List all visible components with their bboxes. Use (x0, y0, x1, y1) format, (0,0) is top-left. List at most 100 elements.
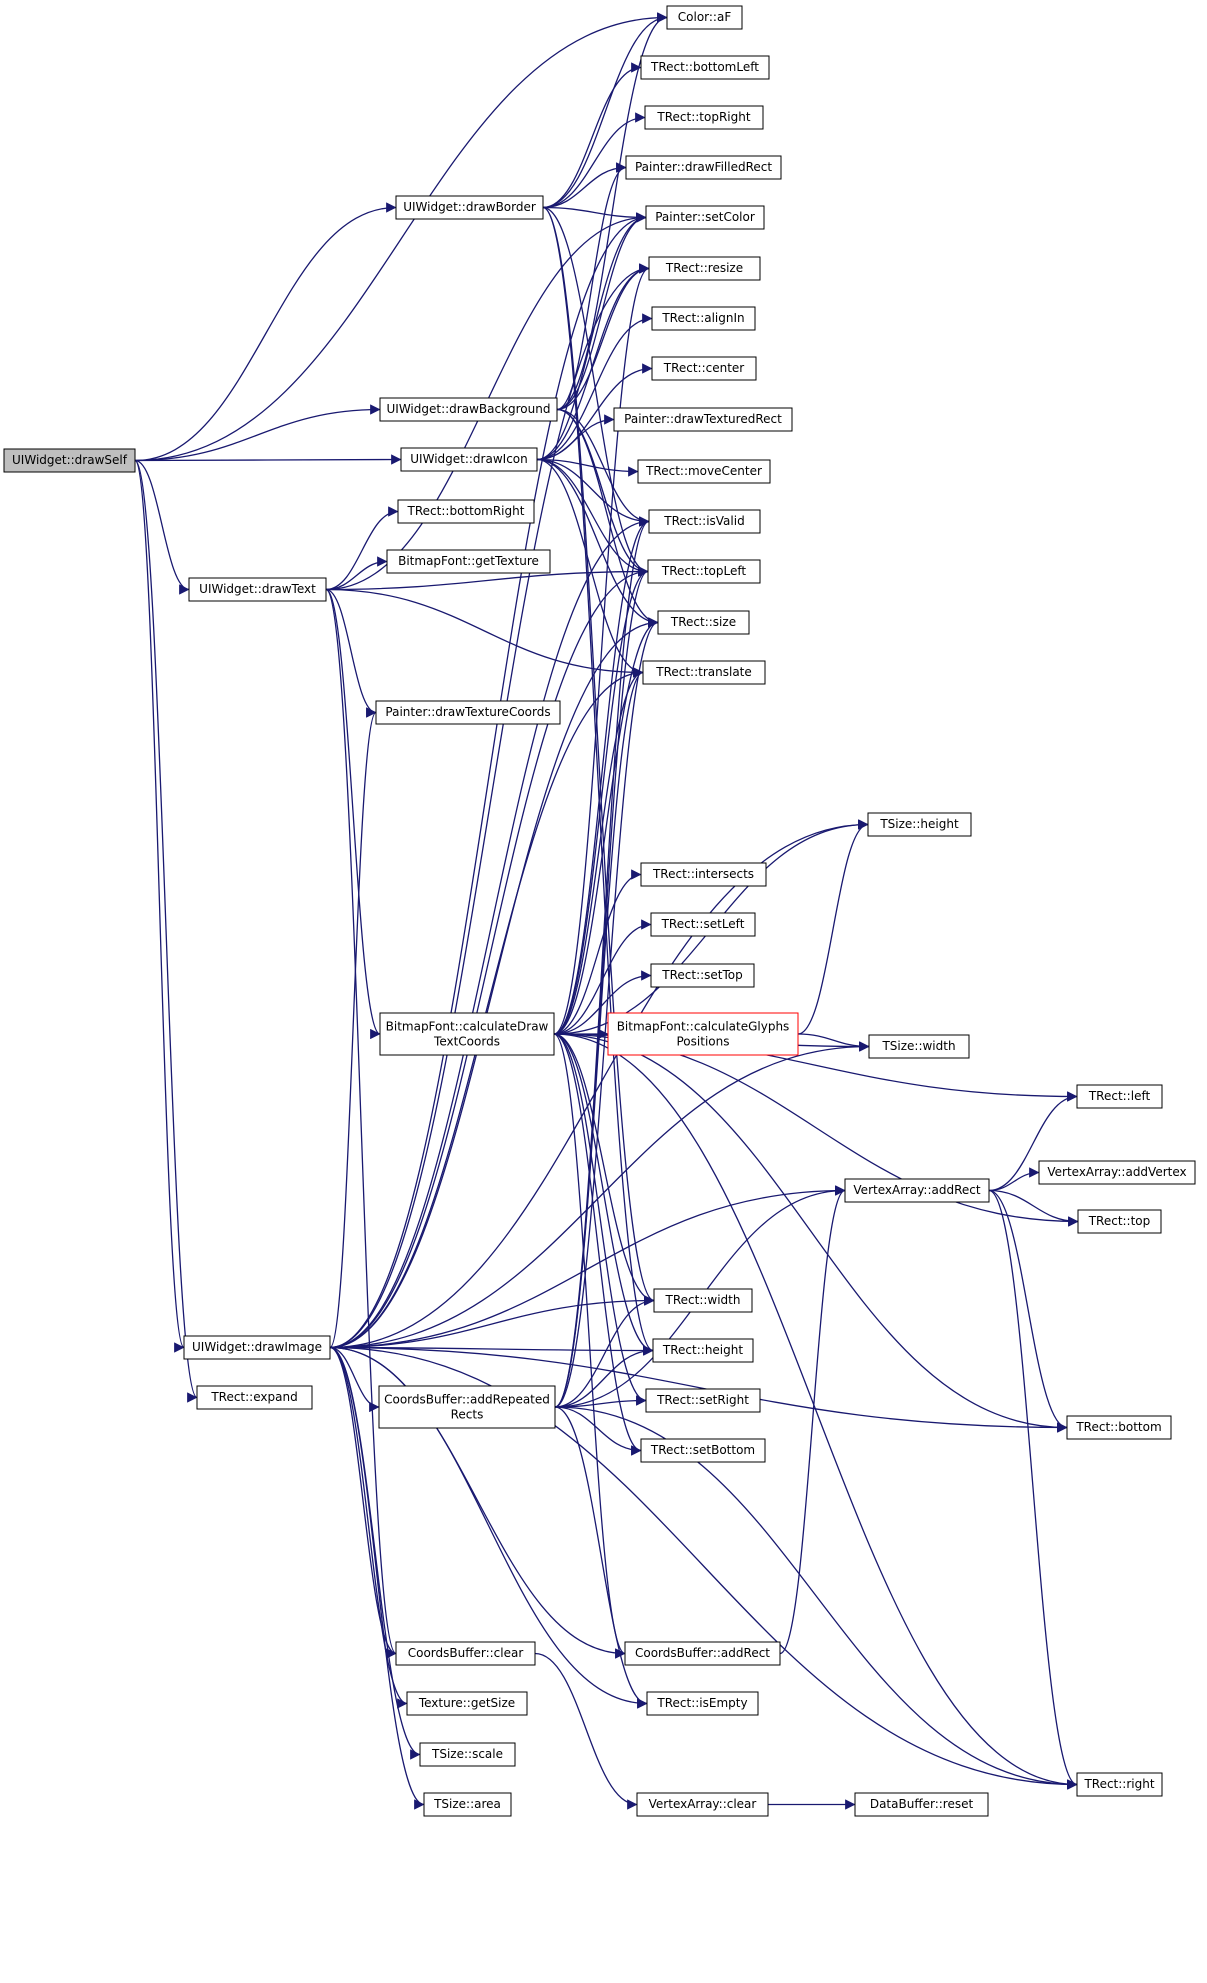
node-setTop[interactable]: TRect::setTop (650, 963, 755, 988)
node-label: TRect::size (670, 615, 736, 629)
node-aF[interactable]: Color::aF (666, 5, 743, 30)
node-isEmpty[interactable]: TRect::isEmpty (646, 1691, 759, 1716)
edge-calcGlyphs-to-sizeWidth (797, 1033, 870, 1052)
edge-drawSelf-to-drawBackground (134, 404, 381, 462)
edge-calcDraw-to-setBottom (553, 1033, 642, 1456)
edge-calcDraw-to-isValid (553, 516, 650, 1035)
node-setRight[interactable]: TRect::setRight (645, 1388, 761, 1413)
node-label: BitmapFont::calculateGlyphs (617, 1020, 790, 1034)
node-size[interactable]: TRect::size (657, 610, 750, 635)
edge-drawImage-to-right (329, 1346, 1078, 1790)
node-getSize[interactable]: Texture::getSize (406, 1691, 528, 1716)
edge-drawImage-to-translate (329, 667, 644, 1349)
node-top[interactable]: TRect::top (1077, 1209, 1162, 1234)
node-scale[interactable]: TSize::scale (419, 1742, 516, 1767)
node-label: Color::aF (678, 10, 732, 24)
node-left[interactable]: TRect::left (1076, 1084, 1163, 1109)
node-box (666, 5, 743, 30)
node-label: TSize::area (433, 1797, 501, 1811)
edge-drawText-to-calcDraw (325, 588, 381, 1040)
node-getTexture[interactable]: BitmapFont::getTexture (386, 549, 551, 574)
edge-drawSelf-to-drawImage (134, 459, 185, 1353)
node-height[interactable]: TRect::height (652, 1338, 754, 1363)
node-label: CoordsBuffer::addRepeated (384, 1393, 550, 1407)
node-drawFilledRect[interactable]: Painter::drawFilledRect (625, 155, 782, 180)
node-drawIcon[interactable]: UIWidget::drawIcon (400, 447, 538, 472)
node-sizeHeight[interactable]: TSize::height (867, 812, 972, 837)
node-box (844, 1178, 990, 1203)
node-right[interactable]: TRect::right (1076, 1772, 1163, 1797)
node-intersects[interactable]: TRect::intersects (640, 862, 767, 887)
edge-drawText-to-drawTextureCoords (325, 588, 377, 718)
node-box (625, 155, 782, 180)
edge-calcDraw-to-cb-addRect (553, 1033, 626, 1659)
node-alignIn[interactable]: TRect::alignIn (651, 306, 756, 331)
node-box (196, 1385, 313, 1410)
node-label: TSize::scale (431, 1747, 503, 1761)
node-area[interactable]: TSize::area (423, 1792, 512, 1817)
edge-drawSelf-to-drawIcon (134, 454, 402, 465)
node-box (648, 256, 761, 281)
node-setBottom[interactable]: TRect::setBottom (640, 1438, 766, 1463)
node-cb-addRect[interactable]: CoordsBuffer::addRect (624, 1641, 781, 1666)
node-label: UIWidget::drawIcon (410, 452, 527, 466)
node-drawBackground[interactable]: UIWidget::drawBackground (379, 397, 558, 422)
edge-drawSelf-to-aF (134, 12, 668, 462)
edge-drawSelf-to-expand (134, 459, 198, 1403)
edge-calcDraw-to-setRight (553, 1033, 647, 1406)
edge-addRepeated-to-isValid (554, 516, 650, 1408)
node-label: VertexArray::addRect (853, 1183, 980, 1197)
node-va-clear[interactable]: VertexArray::clear (636, 1792, 769, 1817)
node-bottomLeft[interactable]: TRect::bottomLeft (640, 55, 770, 80)
node-expand[interactable]: TRect::expand (196, 1385, 313, 1410)
edge-drawText-to-getTexture (325, 556, 388, 591)
node-box (650, 912, 756, 937)
node-label: CoordsBuffer::addRect (635, 1646, 770, 1660)
node-cb-clear[interactable]: CoordsBuffer::clear (395, 1641, 536, 1666)
node-drawSelf[interactable]: UIWidget::drawSelf (3, 448, 136, 473)
edge-drawIcon-to-moveCenter (536, 458, 639, 477)
node-box (1066, 1415, 1172, 1440)
node-drawBorder[interactable]: UIWidget::drawBorder (395, 195, 544, 220)
node-label: TSize::height (879, 817, 959, 831)
node-addVertex[interactable]: VertexArray::addVertex (1038, 1160, 1196, 1185)
node-box (613, 407, 793, 432)
node-va-addRect[interactable]: VertexArray::addRect (844, 1178, 990, 1203)
edge-drawIcon-to-resize (536, 263, 650, 461)
node-label: TRect::setLeft (661, 917, 745, 931)
node-center[interactable]: TRect::center (651, 356, 757, 381)
node-setColor[interactable]: Painter::setColor (645, 205, 765, 230)
node-resize[interactable]: TRect::resize (648, 256, 761, 281)
node-reset[interactable]: DataBuffer::reset (854, 1792, 989, 1817)
edge-drawImage-to-getSize (329, 1346, 408, 1709)
node-setLeft[interactable]: TRect::setLeft (650, 912, 756, 937)
node-label: VertexArray::clear (649, 1797, 757, 1811)
edge-drawBorder-to-aF (542, 12, 668, 209)
node-label: Texture::getSize (418, 1696, 515, 1710)
node-drawTexturedRect[interactable]: Painter::drawTexturedRect (613, 407, 793, 432)
node-drawText[interactable]: UIWidget::drawText (188, 577, 327, 602)
node-topLeft[interactable]: TRect::topLeft (647, 559, 761, 584)
node-label: TRect::intersects (652, 867, 754, 881)
node-topRight[interactable]: TRect::topRight (644, 105, 764, 130)
node-box (640, 1438, 766, 1463)
node-sizeWidth[interactable]: TSize::width (868, 1034, 970, 1059)
edge-drawSelf-to-drawBorder (134, 202, 397, 462)
node-bottomRight[interactable]: TRect::bottomRight (397, 499, 535, 524)
edge-drawImage-to-sizeHeight (329, 819, 869, 1349)
node-label: TRect::bottomRight (407, 504, 525, 518)
edge-va-addRect-to-bottom (988, 1189, 1068, 1433)
node-box (657, 610, 750, 635)
node-translate[interactable]: TRect::translate (642, 660, 766, 685)
node-isValid[interactable]: TRect::isValid (648, 509, 761, 534)
node-box (379, 397, 558, 422)
node-moveCenter[interactable]: TRect::moveCenter (637, 459, 771, 484)
node-drawTextureCoords[interactable]: Painter::drawTextureCoords (375, 700, 561, 725)
edge-addRepeated-to-size (554, 617, 659, 1408)
node-drawImage[interactable]: UIWidget::drawImage (183, 1335, 331, 1360)
node-bottom[interactable]: TRect::bottom (1066, 1415, 1172, 1440)
node-width[interactable]: TRect::width (653, 1288, 753, 1313)
